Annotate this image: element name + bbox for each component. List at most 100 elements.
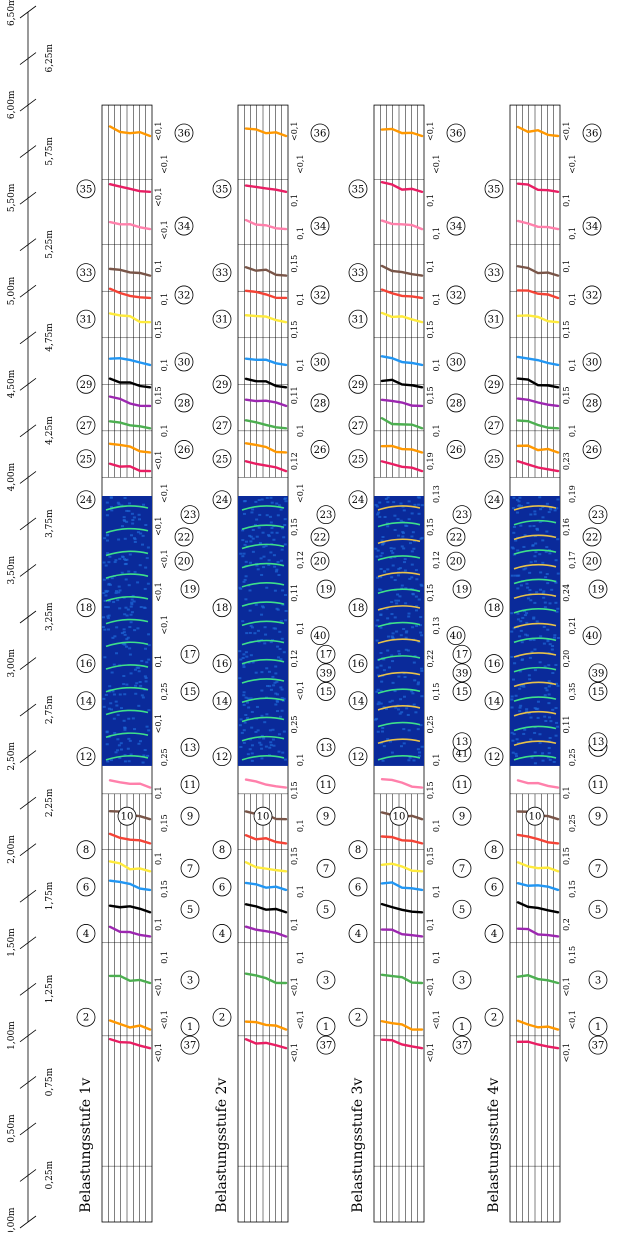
heatmap-speckle <box>532 638 536 641</box>
crack-trace <box>108 395 152 408</box>
crack-number-marker: 29 <box>212 374 232 394</box>
heatmap-speckle <box>413 503 417 506</box>
heatmap-speckle <box>127 510 131 513</box>
heatmap-speckle <box>134 668 138 671</box>
heatmap-speckle <box>142 754 146 757</box>
crack-number: 32 <box>586 290 599 301</box>
heatmap-speckle <box>278 648 282 651</box>
heatmap-speckle <box>394 706 398 709</box>
heatmap-speckle <box>128 553 132 556</box>
heatmap-speckle <box>249 697 253 700</box>
heatmap-speckle <box>554 559 558 562</box>
heatmap-speckle <box>390 601 394 604</box>
heatmap-speckle <box>417 751 421 754</box>
heatmap-speckle <box>555 507 559 510</box>
crack-number-marker: 14 <box>212 691 232 711</box>
crack-number-circle <box>174 551 194 571</box>
crack-number-marker: 40 <box>446 626 466 646</box>
crack-number-marker: 27 <box>76 415 96 435</box>
crack-number-circle <box>582 440 602 459</box>
crack-number: 37 <box>320 1041 333 1052</box>
heatmap-speckle <box>239 552 243 555</box>
heatmap-speckle <box>124 559 128 562</box>
axis-tick-label: 1,25m <box>45 974 55 1003</box>
heatmap-speckle <box>106 552 110 555</box>
heatmap-speckle <box>531 544 535 547</box>
heatmap-speckle <box>145 725 149 728</box>
heatmap-speckle <box>536 716 540 719</box>
heatmap-speckle <box>265 514 269 517</box>
crack-number-marker: 26 <box>174 440 194 459</box>
heatmap-crack-band <box>377 555 421 561</box>
heatmap-speckle <box>510 546 514 549</box>
crack-trace <box>516 974 560 985</box>
heatmap-speckle <box>513 662 517 665</box>
heatmap-speckle <box>258 541 262 544</box>
heatmap-speckle <box>127 570 131 573</box>
heatmap-speckle <box>414 711 418 714</box>
crack-number: 24 <box>488 495 501 506</box>
crack-width-label: 0,1 <box>154 852 163 865</box>
crack-number-marker: 27 <box>348 415 368 435</box>
crack-number-marker: 37 <box>180 1035 200 1055</box>
crack-number-marker: 29 <box>76 374 96 394</box>
heatmap-speckle <box>248 609 252 612</box>
crack-number-circle <box>212 374 232 394</box>
heatmap-speckle <box>399 634 403 637</box>
heatmap-speckle <box>128 647 132 650</box>
heatmap-speckle <box>411 531 415 534</box>
heatmap-speckle <box>392 501 396 504</box>
heatmap-speckle <box>539 508 543 511</box>
crack-number-marker: 9 <box>316 806 336 826</box>
heatmap-speckle <box>521 658 525 661</box>
heatmap-crack-band <box>377 588 421 595</box>
crack-width-label: <0,1 <box>562 1043 571 1062</box>
heatmap-speckle <box>390 699 394 702</box>
crack-number-marker: 33 <box>348 263 368 283</box>
heatmap-speckle <box>147 658 151 661</box>
crack-trace <box>244 289 288 300</box>
heatmap-speckle <box>386 738 390 741</box>
crack-number-circle <box>588 682 608 701</box>
heatmap-crack-band <box>513 593 557 599</box>
heatmap-speckle <box>144 647 148 650</box>
crack-width-label: 0,15 <box>426 584 435 602</box>
heatmap-speckle <box>136 531 140 534</box>
heatmap-speckle <box>257 499 261 502</box>
heatmap-speckle <box>539 571 543 574</box>
heatmap-speckle <box>521 684 525 687</box>
heatmap-crack-band <box>513 622 557 629</box>
stage-label: Belastungsstufe 3v <box>350 1078 366 1213</box>
heatmap-speckle <box>519 704 523 707</box>
crack-number: 14 <box>488 696 501 707</box>
crack-number-circle <box>310 551 330 571</box>
crack-width-label: 0,1 <box>160 359 169 372</box>
heatmap-speckle <box>102 592 106 595</box>
heatmap-speckle <box>525 582 529 585</box>
crack-number-marker: 15 <box>180 682 200 701</box>
crack-number-circle <box>348 309 368 329</box>
heatmap-speckle <box>111 690 115 693</box>
heatmap-speckle <box>419 724 423 727</box>
heatmap-speckle <box>401 530 405 533</box>
crack-number-circle <box>316 899 336 919</box>
crack-number-marker: 16 <box>348 654 368 673</box>
heatmap-speckle <box>133 540 137 543</box>
crack-number-circle <box>588 858 608 878</box>
heatmap-speckle <box>255 564 259 567</box>
heatmap-speckle <box>543 606 547 609</box>
crack-number-circle <box>446 285 466 305</box>
heatmap-speckle <box>238 586 242 589</box>
crack-number-circle <box>212 1007 232 1027</box>
heatmap-speckle <box>114 751 118 754</box>
heatmap-speckle <box>273 565 277 568</box>
heatmap-speckle <box>381 542 385 545</box>
axis-tick-label: 3,25m <box>45 602 55 631</box>
axis-tick <box>19 1076 37 1089</box>
crack-number: 8 <box>219 845 225 856</box>
heatmap-crack-band <box>105 755 149 761</box>
heatmap-speckle <box>555 721 559 724</box>
crack-number-circle <box>180 1035 200 1055</box>
heatmap-speckle <box>525 708 529 711</box>
axis-tick-label: 5,50m <box>7 183 17 212</box>
